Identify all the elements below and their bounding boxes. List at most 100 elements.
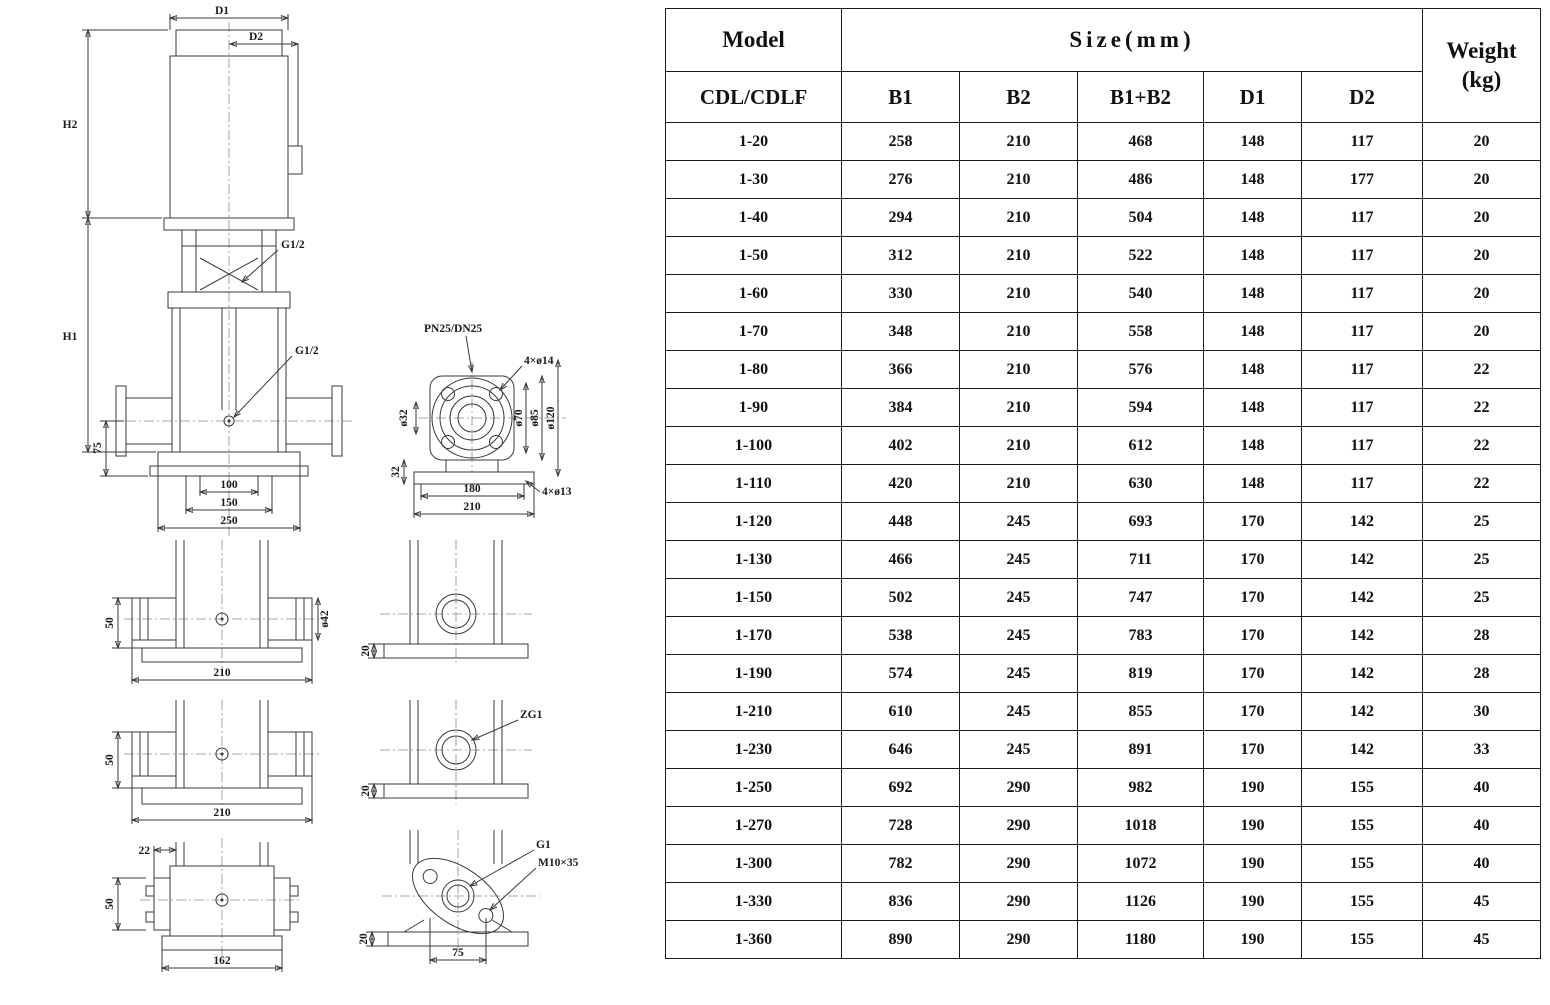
base-plate bbox=[383, 783, 529, 799]
cell-weight: 28 bbox=[1422, 616, 1541, 655]
dim-label-150: 150 bbox=[220, 497, 238, 509]
cell-b2: 245 bbox=[959, 654, 1078, 693]
cell-b1: 574 bbox=[841, 654, 960, 693]
right-flange bbox=[331, 385, 343, 457]
cell-d2: 142 bbox=[1301, 654, 1423, 693]
cell-weight: 22 bbox=[1422, 464, 1541, 503]
side-view-a: 20 bbox=[360, 540, 532, 664]
cell-d1: 148 bbox=[1203, 350, 1302, 389]
bottom-bracket-view: 22 50 162 bbox=[104, 838, 302, 972]
cell-model: 1-300 bbox=[665, 844, 842, 883]
cell-weight: 20 bbox=[1422, 122, 1541, 161]
dim-162-label: 162 bbox=[213, 955, 231, 967]
cell-weight: 28 bbox=[1422, 654, 1541, 693]
cell-b1: 448 bbox=[841, 502, 960, 541]
cell-b1-plus-b2: 891 bbox=[1077, 730, 1204, 769]
cell-b2: 290 bbox=[959, 806, 1078, 845]
left-pipe-stub bbox=[131, 597, 177, 641]
cell-d1: 170 bbox=[1203, 578, 1302, 617]
cell-b1-plus-b2: 504 bbox=[1077, 198, 1204, 237]
cell-d2: 142 bbox=[1301, 540, 1423, 579]
cell-d2: 155 bbox=[1301, 844, 1423, 883]
cell-b1: 258 bbox=[841, 122, 960, 161]
cell-b2: 210 bbox=[959, 312, 1078, 351]
cell-b2: 290 bbox=[959, 768, 1078, 807]
cell-b1-plus-b2: 612 bbox=[1077, 426, 1204, 465]
cell-weight: 22 bbox=[1422, 350, 1541, 389]
cell-b2: 245 bbox=[959, 616, 1078, 655]
cell-d2: 117 bbox=[1301, 312, 1423, 351]
cell-b1: 646 bbox=[841, 730, 960, 769]
cell-model: 1-80 bbox=[665, 350, 842, 389]
header-col-d2: D2 bbox=[1301, 71, 1423, 123]
cell-b2: 210 bbox=[959, 350, 1078, 389]
cell-d1: 170 bbox=[1203, 616, 1302, 655]
cell-b1-plus-b2: 630 bbox=[1077, 464, 1204, 503]
cell-d1: 190 bbox=[1203, 882, 1302, 921]
cell-model: 1-60 bbox=[665, 274, 842, 313]
bolt bbox=[145, 911, 155, 923]
oval-flange bbox=[411, 857, 505, 935]
cell-d1: 190 bbox=[1203, 768, 1302, 807]
bolt bbox=[289, 885, 299, 897]
cell-b1: 610 bbox=[841, 692, 960, 731]
cell-b1: 466 bbox=[841, 540, 960, 579]
cell-b1-plus-b2: 576 bbox=[1077, 350, 1204, 389]
cell-b1-plus-b2: 558 bbox=[1077, 312, 1204, 351]
cell-d1: 148 bbox=[1203, 274, 1302, 313]
left-pipe-stub bbox=[131, 731, 177, 777]
cell-weight: 40 bbox=[1422, 768, 1541, 807]
cell-b1-plus-b2: 819 bbox=[1077, 654, 1204, 693]
cell-b1: 384 bbox=[841, 388, 960, 427]
front-elevation-view: D1 D2 H2 H1 75 G1/2 G1/2 100 150 bbox=[63, 5, 352, 536]
flange-square bbox=[429, 375, 515, 461]
cell-b1: 312 bbox=[841, 236, 960, 275]
cell-model: 1-230 bbox=[665, 730, 842, 769]
cell-model: 1-190 bbox=[665, 654, 842, 693]
dim-label-75: 75 bbox=[92, 442, 104, 454]
header-size: Size(mm) bbox=[841, 8, 1423, 72]
cell-b1: 890 bbox=[841, 920, 960, 959]
dim-label-100: 100 bbox=[220, 479, 238, 491]
cell-weight: 40 bbox=[1422, 844, 1541, 883]
cell-b1-plus-b2: 594 bbox=[1077, 388, 1204, 427]
bolt bbox=[289, 911, 299, 923]
cell-b2: 210 bbox=[959, 274, 1078, 313]
cell-d2: 117 bbox=[1301, 388, 1423, 427]
cell-d1: 190 bbox=[1203, 920, 1302, 959]
cell-b2: 245 bbox=[959, 578, 1078, 617]
dim-label-250: 250 bbox=[220, 515, 238, 527]
header-weight: Weight (kg) bbox=[1422, 8, 1541, 123]
cell-model: 1-330 bbox=[665, 882, 842, 921]
cell-model: 1-30 bbox=[665, 160, 842, 199]
pump-head bbox=[167, 291, 291, 309]
bolt-hole bbox=[441, 435, 455, 449]
port-g1-label: G1 bbox=[536, 839, 551, 851]
bolt-hole bbox=[489, 387, 503, 401]
cell-d1: 148 bbox=[1203, 426, 1302, 465]
dia-85-label: ø85 bbox=[529, 409, 541, 427]
header-model-series: CDL/CDLF bbox=[665, 71, 842, 123]
dim-180-label: 180 bbox=[463, 483, 481, 495]
cell-b2: 290 bbox=[959, 920, 1078, 959]
cell-d1: 148 bbox=[1203, 312, 1302, 351]
cell-b2: 245 bbox=[959, 730, 1078, 769]
cell-d2: 142 bbox=[1301, 692, 1423, 731]
dim-210-label: 210 bbox=[213, 667, 231, 679]
cell-b1: 692 bbox=[841, 768, 960, 807]
cell-d2: 117 bbox=[1301, 122, 1423, 161]
base-holes-label: 4×ø13 bbox=[542, 486, 572, 498]
bolt bbox=[145, 885, 155, 897]
left-clamp bbox=[153, 877, 171, 931]
